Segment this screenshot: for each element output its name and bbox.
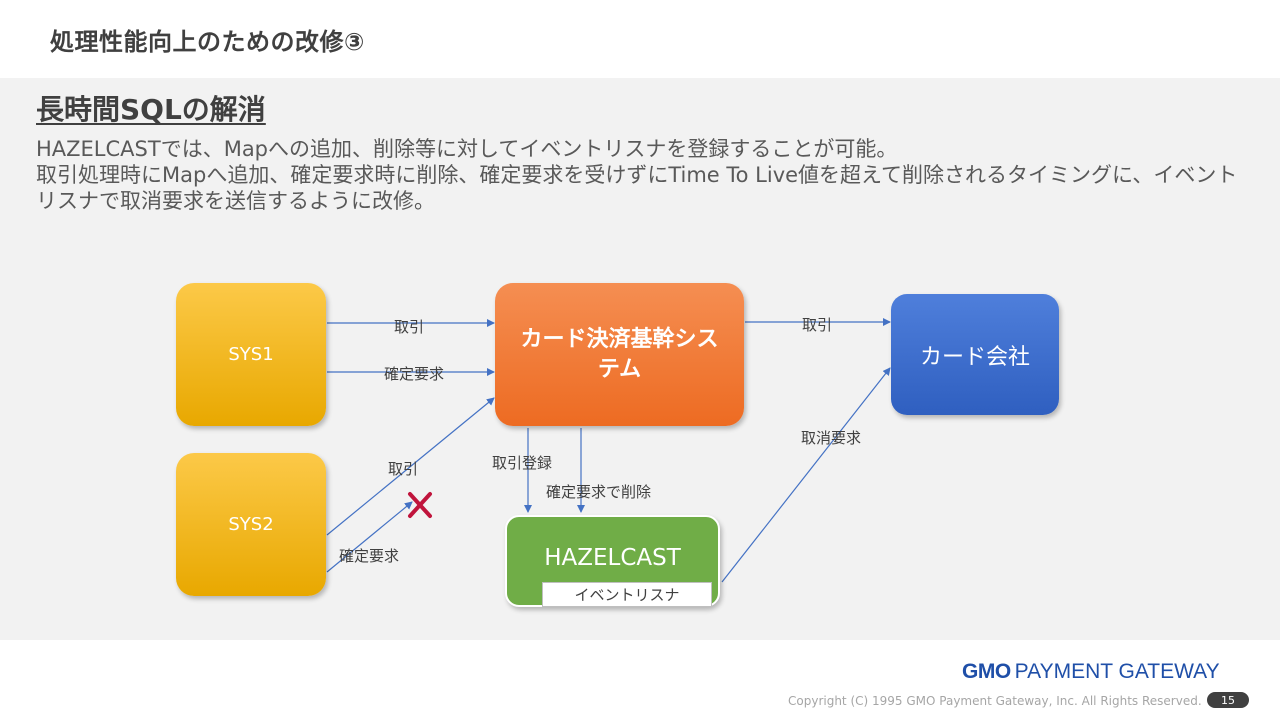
node-sys1-label: SYS1 — [228, 344, 274, 365]
copyright: Copyright (C) 1995 GMO Payment Gateway, … — [788, 694, 1202, 708]
slide-title: 処理性能向上のための改修③ — [50, 28, 365, 56]
node-card-core-system: カード決済基幹システム — [495, 283, 744, 426]
logo-mark: GMO — [962, 660, 1011, 683]
label-core-to-card: 取引 — [802, 316, 833, 334]
page-number: 15 — [1207, 692, 1249, 708]
label-kakutei-sakujo: 確定要求で削除 — [546, 483, 652, 501]
node-card-company: カード会社 — [891, 294, 1059, 415]
section-heading: 長時間SQLの解消 — [36, 93, 266, 126]
arrow-torikeshi — [721, 367, 891, 583]
body-line-1: HAZELCASTでは、Mapへの追加、削除等に対してイベントリスナを登録するこ… — [36, 137, 898, 161]
node-card-company-label: カード会社 — [919, 344, 1030, 370]
label-sys1-kakutei: 確定要求 — [384, 365, 445, 383]
node-hazelcast-label: HAZELCAST — [544, 545, 681, 571]
label-sys2-torihiki: 取引 — [388, 460, 419, 478]
label-torihiki-touroku: 取引登録 — [492, 454, 553, 472]
logo-text: PAYMENT GATEWAY — [1014, 660, 1220, 683]
node-sys2: SYS2 — [176, 453, 326, 596]
label-sys2-kakutei: 確定要求 — [339, 547, 400, 565]
node-sys2-label: SYS2 — [228, 514, 274, 535]
node-core-label: カード決済基幹システム — [520, 326, 719, 382]
cross-icon — [408, 492, 432, 518]
body-text: HAZELCASTでは、Mapへの追加、削除等に対してイベントリスナを登録するこ… — [36, 136, 1246, 214]
label-sys1-torihiki: 取引 — [394, 318, 425, 336]
arrow-sys2-kakutei — [326, 501, 413, 573]
node-sys1: SYS1 — [176, 283, 326, 426]
arrow-sys2-torihiki — [326, 397, 495, 536]
node-event-listener: イベントリスナ — [542, 582, 712, 607]
label-torikeshi: 取消要求 — [801, 429, 862, 447]
body-line-2: 取引処理時にMapへ追加、確定要求時に削除、確定要求を受けずにTime To L… — [36, 163, 1238, 213]
